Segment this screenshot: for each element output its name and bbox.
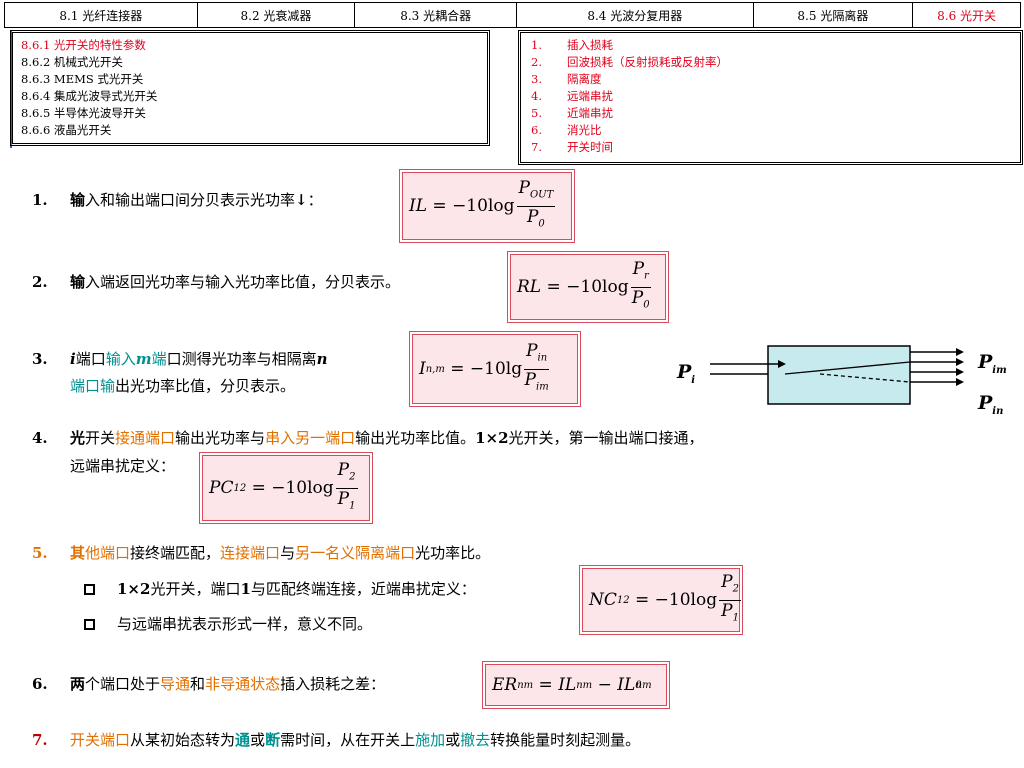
input-arrow-head: [778, 360, 786, 368]
parameter-list: 1.插入损耗 2.回波损耗（反射损耗或反射率） 3.隔离度 4.远端串扰 5.近…: [518, 30, 1023, 165]
item-4-line2: 远端串扰定义：: [70, 457, 176, 475]
param-row: 2.回波损耗（反射损耗或反射率）: [531, 55, 728, 69]
param-row: 5.近端串扰: [531, 106, 613, 120]
item-5: 5.其他端口接终端匹配，连接端口与另一名义隔离端口光功率比。: [32, 544, 491, 562]
item-5-bullet-2: 与远端串扰表示形式一样，意义不同。: [84, 614, 372, 634]
tab-8-3[interactable]: 8.3 光耦合器: [355, 3, 517, 27]
subtopic-item[interactable]: 8.6.3 MEMS 式光开关: [21, 72, 144, 86]
item-2: 2.输入端返回光功率与输入光功率比值，分贝表示。: [32, 273, 401, 291]
tab-8-4[interactable]: 8.4 光波分复用器: [517, 3, 754, 27]
chapter-tab-bar: 8.1 光纤连接器 8.2 光衰减器 8.3 光耦合器 8.4 光波分复用器 8…: [4, 2, 1021, 28]
subtopic-item[interactable]: 8.6.6 液晶光开关: [21, 123, 112, 137]
tab-8-2[interactable]: 8.2 光衰减器: [198, 3, 356, 27]
item-6: 6.两个端口处于导通和非导通状态插入损耗之差：: [32, 675, 386, 693]
param-row: 4.远端串扰: [531, 89, 613, 103]
subtopic-list: 8.6.1 光开关的特性参数 8.6.2 机械式光开关 8.6.3 MEMS 式…: [10, 30, 490, 146]
subtopic-item[interactable]: 8.6.5 半导体光波导开关: [21, 106, 146, 120]
subtopic-item[interactable]: 8.6.1 光开关的特性参数: [21, 38, 146, 52]
item-3-line2: 端口输出光功率比值，分贝表示。: [70, 377, 296, 395]
label-pin: Pin: [978, 392, 1004, 417]
square-bullet-icon: [84, 619, 95, 630]
label-pi: Pi: [677, 361, 696, 386]
item-1: 1.输入和输出端口间分贝表示光功率↓：: [32, 191, 323, 209]
tab-8-1[interactable]: 8.1 光纤连接器: [5, 3, 198, 27]
isolated-path: [819, 373, 911, 383]
square-bullet-icon: [84, 584, 95, 595]
item-5-bullet-1: 1×2光开关，端口1与匹配终端连接，近端串扰定义：: [84, 579, 476, 599]
label-pim: Pim: [978, 351, 1007, 376]
param-row: 6.消光比: [531, 123, 602, 137]
item-7: 7.开关端口从某初始态转为通或断需时间，从在开关上施加或撤去转换能量时刻起测量。: [32, 731, 641, 749]
subtopic-item[interactable]: 8.6.4 集成光波导式光开关: [21, 89, 158, 103]
subtopic-item[interactable]: 8.6.2 机械式光开关: [21, 55, 123, 69]
item-4: 4.光开关接通端口输出光功率与串入另一端口输出光功率比值。1×2光开关，第一输出…: [32, 429, 704, 447]
param-row: 1.插入损耗: [531, 38, 613, 52]
switch-body: [767, 345, 911, 405]
tab-8-5[interactable]: 8.5 光隔离器: [754, 3, 914, 27]
param-row: 7.开关时间: [531, 140, 613, 154]
switch-diagram: [710, 345, 964, 405]
item-3: 3.i端口输入m端口测得光功率与相隔离n: [32, 350, 328, 368]
tab-8-6[interactable]: 8.6 光开关: [937, 8, 997, 23]
switch-path: [784, 361, 911, 375]
param-row: 3.隔离度: [531, 72, 602, 86]
